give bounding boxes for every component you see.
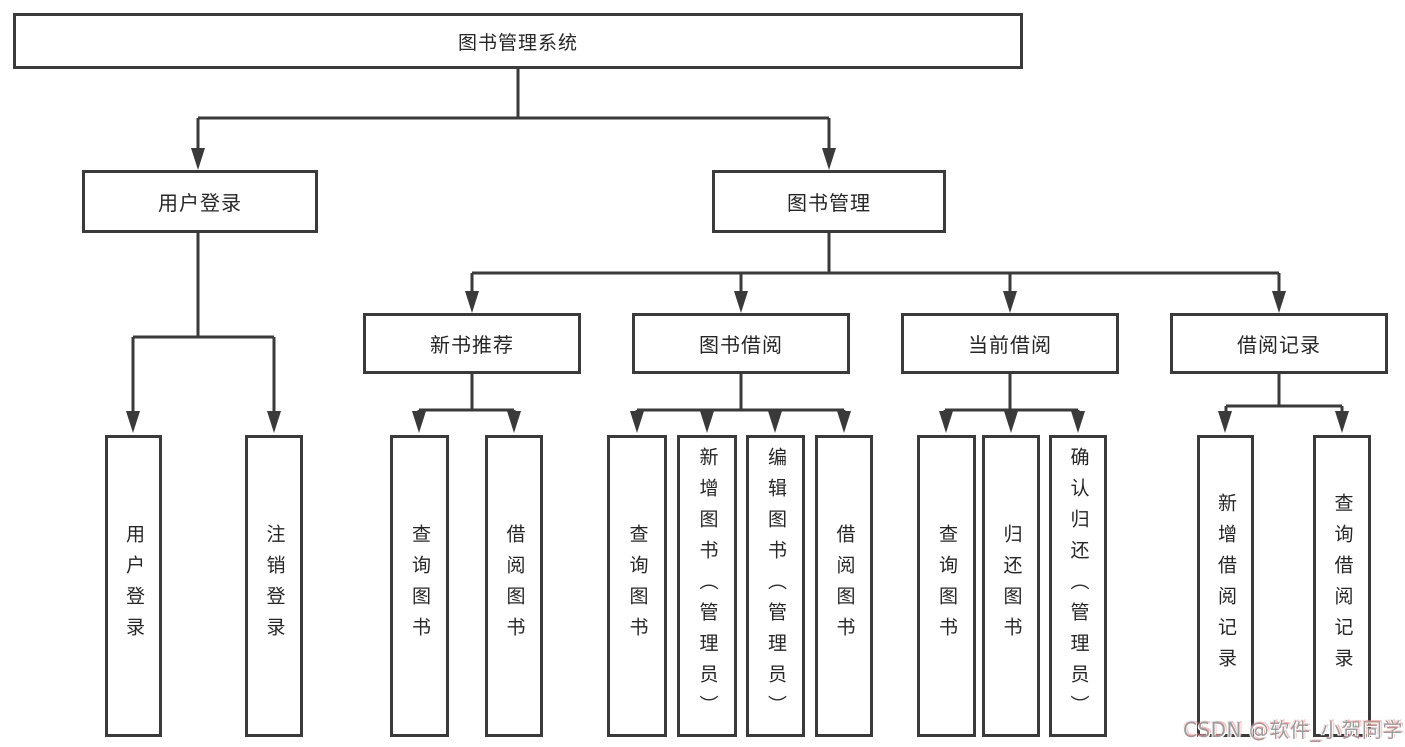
csdn-watermark: CSDN @软件_小贺同学 <box>1183 718 1403 742</box>
node-add-borrow-record: 新增借阅记录 <box>1197 435 1254 737</box>
node-current-borrowing: 当前借阅 <box>901 313 1119 374</box>
node-query-books-current: 查询图书 <box>917 435 976 737</box>
node-label: 用户登录 <box>123 524 145 648</box>
node-user-login-leaf: 用户登录 <box>105 435 162 737</box>
node-label: 新增借阅记录 <box>1215 493 1237 679</box>
node-label: 借阅图书 <box>503 524 526 648</box>
node-library-system: 图书管理系统 <box>13 13 1023 69</box>
node-label: 当前借阅 <box>968 333 1052 357</box>
node-label: 借阅记录 <box>1237 333 1321 357</box>
node-add-books-admin: 新增图书（管理员） <box>677 435 737 737</box>
node-label: 查询图书 <box>936 524 958 648</box>
node-borrow-books-leaf: 借阅图书 <box>815 435 873 737</box>
node-label: 查询图书 <box>409 524 431 648</box>
node-label: 用户登录 <box>158 191 242 215</box>
node-label: 图书借阅 <box>699 333 783 357</box>
node-label: 编辑图书（管理员） <box>765 446 787 726</box>
node-label: 查询图书 <box>626 524 649 648</box>
node-label: 图书管理系统 <box>457 31 578 54</box>
node-label: 新书推荐 <box>430 333 514 357</box>
node-label: 确认归还（管理员） <box>1067 446 1090 726</box>
arrowheads <box>126 148 1349 433</box>
node-query-borrow-record: 查询借阅记录 <box>1313 435 1371 737</box>
node-label: 注销登录 <box>263 524 286 648</box>
node-label: 查询借阅记录 <box>1331 493 1354 679</box>
node-label: 借阅图书 <box>833 524 856 648</box>
node-confirm-return-admin: 确认归还（管理员） <box>1049 435 1107 737</box>
node-borrow-books-recommend: 借阅图书 <box>485 435 543 737</box>
node-label: 图书管理 <box>787 191 871 215</box>
node-query-books-recommend: 查询图书 <box>390 435 449 737</box>
node-new-book-recommendation: 新书推荐 <box>363 313 581 374</box>
node-book-borrowing: 图书借阅 <box>632 313 850 374</box>
node-borrowing-records: 借阅记录 <box>1170 313 1388 374</box>
node-edit-books-admin: 编辑图书（管理员） <box>746 435 805 737</box>
node-query-books-borrow: 查询图书 <box>607 435 667 737</box>
node-logout-leaf: 注销登录 <box>245 435 303 737</box>
node-book-management: 图书管理 <box>712 170 946 233</box>
node-label: 归还图书 <box>1000 524 1023 648</box>
node-label: 新增图书（管理员） <box>696 446 719 726</box>
node-return-books: 归还图书 <box>982 435 1040 737</box>
node-user-login: 用户登录 <box>82 170 318 233</box>
